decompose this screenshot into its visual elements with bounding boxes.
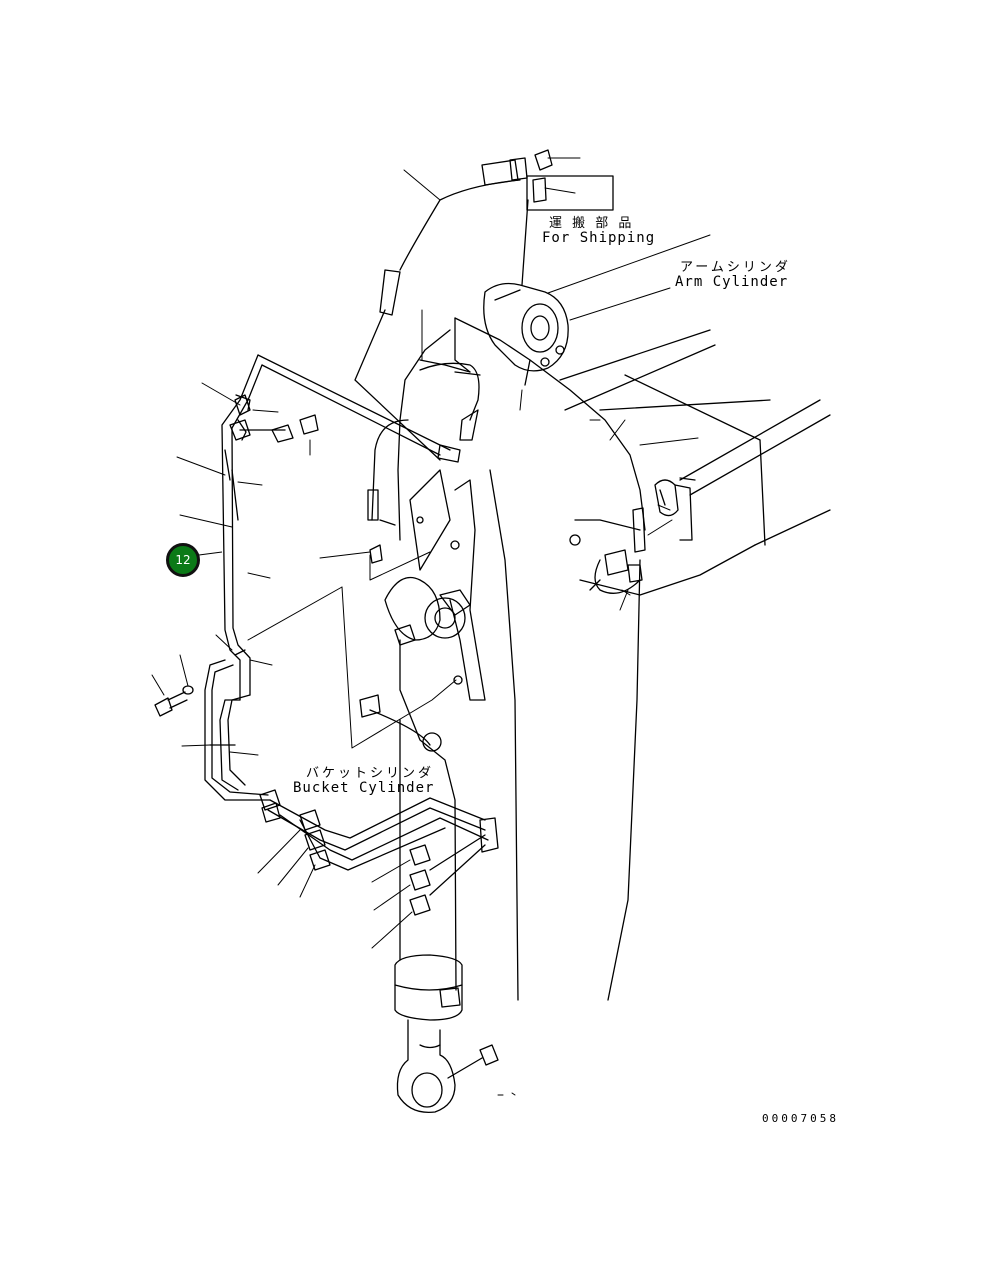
- shipping-parts-box: [526, 175, 614, 211]
- bucket-cylinder-label-jp: バケットシリンダ: [306, 766, 435, 781]
- arm-cylinder-label-jp: アームシリンダ: [680, 260, 791, 275]
- arm-right-fittings: [569, 477, 696, 594]
- arm-body: [397, 317, 831, 1001]
- bucket-cylinder-label-en: Bucket Cylinder: [293, 780, 435, 796]
- drawing-number: 00007058: [762, 1112, 839, 1125]
- shipping-label-jp: 運 搬 部 品: [549, 216, 635, 231]
- leader-lines: [151, 157, 711, 1096]
- bucket-cylinder: [384, 576, 499, 1114]
- part-callout-number: 12: [175, 553, 191, 567]
- arm-cylinder-bracket: [483, 282, 569, 372]
- bolt-washer-parts: [154, 685, 194, 717]
- arm-cylinder-label-en: Arm Cylinder: [675, 274, 789, 290]
- link-assembly: [359, 469, 486, 752]
- part-callout-12[interactable]: 12: [166, 543, 200, 577]
- bucket-cylinder-pipes: [259, 789, 499, 916]
- arm-pipe-lines: [204, 354, 451, 801]
- shipping-label-en: For Shipping: [542, 230, 656, 246]
